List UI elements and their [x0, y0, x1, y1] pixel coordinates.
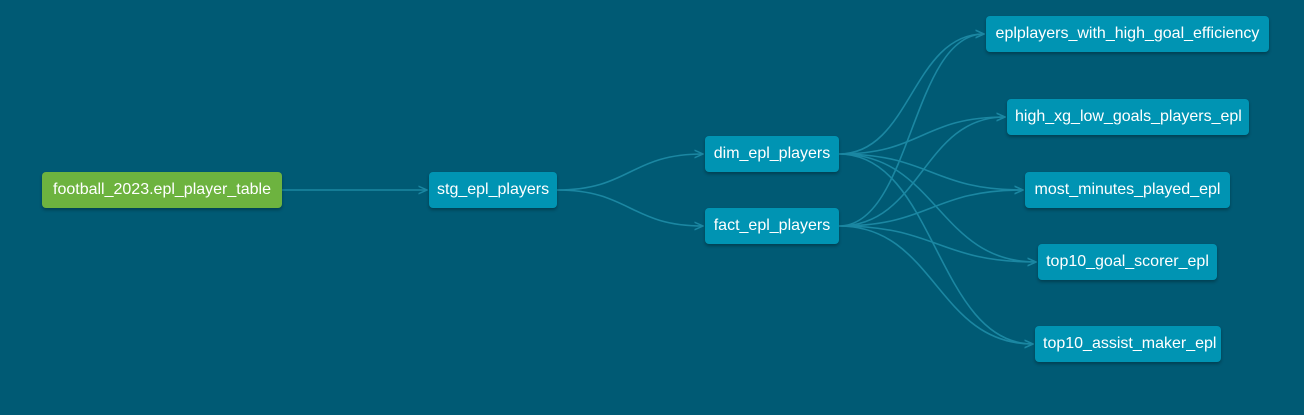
edge-dim-to-most_minutes: [838, 153, 1023, 190]
edge-fact-to-top10_assist: [838, 225, 1033, 344]
node-high-xg-low-goals-players-epl[interactable]: high_xg_low_goals_players_epl: [1007, 99, 1249, 135]
edge-dim-to-top10_goal: [838, 153, 1036, 262]
edge-fact-to-high_xg: [838, 117, 1005, 227]
edge-dim-to-goal_efficiency: [838, 34, 984, 155]
edge-fact-to-top10_goal: [838, 225, 1036, 262]
node-eplplayers-with-high-goal-efficiency[interactable]: eplplayers_with_high_goal_efficiency: [986, 16, 1269, 52]
node-fact-epl-players[interactable]: fact_epl_players: [705, 208, 839, 244]
node-top10-assist-maker-epl[interactable]: top10_assist_maker_epl: [1035, 326, 1221, 362]
node-top10-goal-scorer-epl[interactable]: top10_goal_scorer_epl: [1038, 244, 1217, 280]
edge-fact-to-goal_efficiency: [838, 34, 984, 227]
edge-dim-to-top10_assist: [838, 153, 1033, 344]
node-most-minutes-played-epl[interactable]: most_minutes_played_epl: [1025, 172, 1230, 208]
node-stg-epl-players[interactable]: stg_epl_players: [429, 172, 557, 208]
node-dim-epl-players[interactable]: dim_epl_players: [705, 136, 839, 172]
edge-dim-to-high_xg: [838, 117, 1005, 155]
edge-fact-to-most_minutes: [838, 190, 1023, 227]
node-source-epl-player-table[interactable]: football_2023.epl_player_table: [42, 172, 282, 208]
edge-staging-to-dim: [556, 154, 703, 191]
edge-staging-to-fact: [556, 189, 703, 226]
